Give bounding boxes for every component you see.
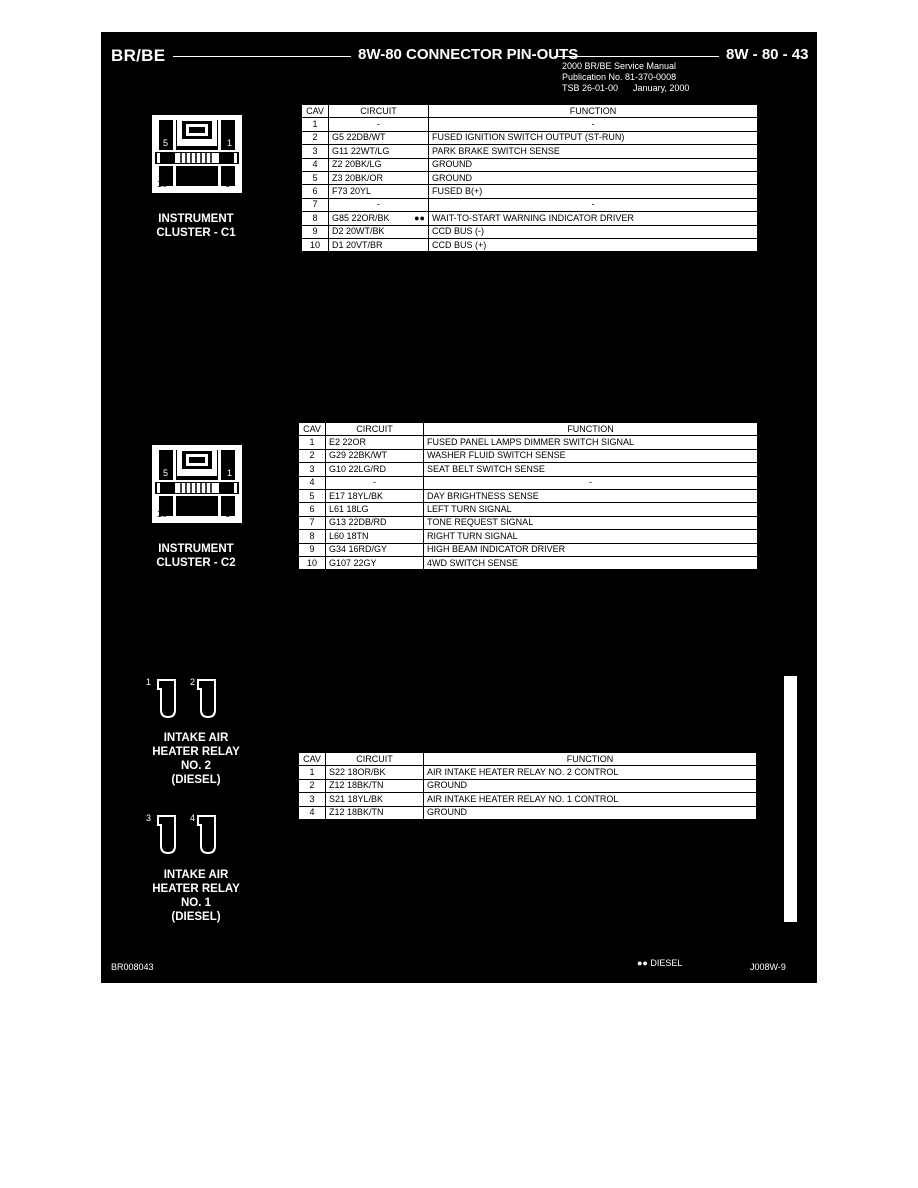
- publication-info: 2000 BR/BE Service Manual Publication No…: [562, 61, 689, 94]
- column-function: FUNCTION: [423, 421, 758, 437]
- column-circuit: CIRCUIT: [325, 751, 424, 767]
- connector-c1-drawing: [152, 115, 242, 193]
- header-model: BR/BE: [111, 46, 166, 65]
- c1-pin-label-6: 6: [225, 179, 231, 189]
- column-function: FUNCTION: [423, 751, 757, 767]
- column-circuit: CIRCUIT: [328, 103, 429, 119]
- footer-drawing-number: J008W-9: [750, 962, 786, 972]
- column-cav: CAV: [298, 421, 326, 437]
- c1-pin-label-1: 1: [227, 138, 233, 148]
- diesel-marker: ●●: [414, 212, 425, 223]
- relay-pin-label-2: 2: [190, 677, 196, 687]
- wiring-diagram-sheet: BR/BE 8W-80 CONNECTOR PIN-OUTS 8W - 80 -…: [101, 32, 817, 983]
- change-bar: [784, 676, 797, 922]
- c2-pin-label-5: 5: [163, 468, 169, 478]
- relay-pin-label-4: 4: [190, 813, 196, 823]
- publication-tsb: TSB 26-01-00 January, 2000: [562, 83, 690, 93]
- publication-number: Publication No. 81-370-0008: [562, 72, 677, 82]
- header-rule-right: [554, 56, 719, 57]
- table-row: 4--: [298, 475, 758, 490]
- relay-no1-terminals: [157, 815, 216, 855]
- relay-no2-caption: INTAKE AIR HEATER RELAY NO. 2 (DIESEL): [152, 732, 240, 786]
- header-title: 8W-80 CONNECTOR PIN-OUTS: [358, 46, 579, 63]
- c1-pin-label-10: 10: [157, 179, 168, 189]
- column-cav: CAV: [301, 103, 329, 119]
- c1-pin-label-5: 5: [163, 138, 169, 148]
- table-row: 7--: [301, 197, 758, 213]
- relay-pin-label-3: 3: [146, 813, 152, 823]
- relay-no2-terminals: [157, 679, 216, 719]
- c2-pin-label-6: 6: [225, 509, 231, 519]
- column-cav: CAV: [298, 751, 326, 767]
- c2-pin-label-1: 1: [227, 468, 233, 478]
- footer-legend: ●● DIESEL: [637, 958, 683, 968]
- publication-manual: 2000 BR/BE Service Manual: [562, 61, 677, 71]
- header-rule-left: [173, 56, 351, 57]
- connector-c2-drawing: [152, 445, 242, 523]
- column-circuit: CIRCUIT: [325, 421, 424, 437]
- c2-pin-label-10: 10: [157, 509, 168, 519]
- table-row: 1--: [301, 117, 758, 132]
- relay-no1-caption: INTAKE AIR HEATER RELAY NO. 1 (DIESEL): [152, 869, 240, 923]
- header-page-number: 8W - 80 - 43: [726, 46, 809, 63]
- column-function: FUNCTION: [428, 103, 758, 119]
- footer-figure-id: BR008043: [111, 962, 154, 972]
- connector-c2-caption: INSTRUMENT CLUSTER - C2: [156, 543, 236, 569]
- relay-pin-label-1: 1: [146, 677, 152, 687]
- connector-c1-caption: INSTRUMENT CLUSTER - C1: [156, 213, 236, 239]
